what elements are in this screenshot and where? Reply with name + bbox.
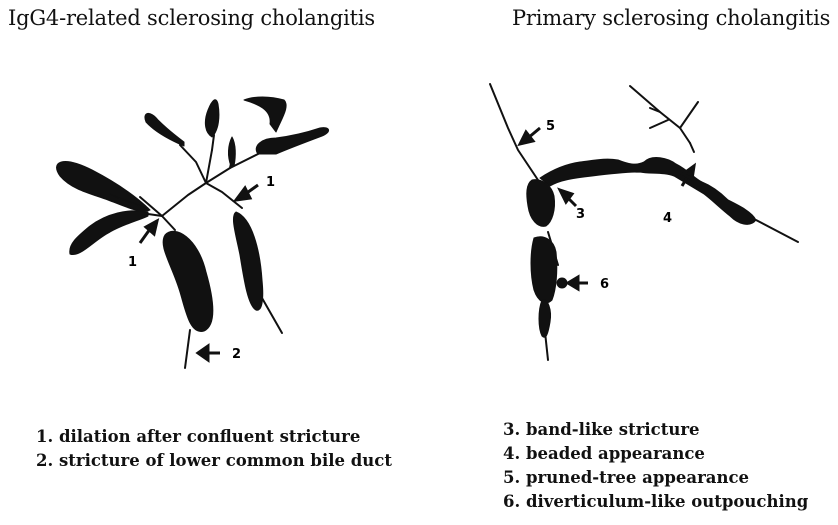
legend-item-2: 2. stricture of lower common bile duct: [36, 449, 392, 473]
legend-item-5: 5. pruned-tree appearance: [503, 466, 808, 490]
marker-1-right: 1: [266, 175, 275, 190]
arrow-1-left-icon: [140, 221, 157, 243]
legend-item-3: 3. band-like stricture: [503, 418, 808, 442]
igg4-bile-duct-tree: [57, 97, 329, 368]
marker-2: 2: [232, 347, 241, 362]
arrow-3-icon: [560, 190, 576, 206]
legend-psc: 3. band-like stricture 4. beaded appeara…: [503, 418, 808, 514]
marker-3: 3: [576, 207, 585, 222]
arrow-5-icon: [520, 128, 540, 144]
arrow-2-icon: [198, 346, 220, 360]
arrow-6-icon: [568, 277, 588, 289]
marker-4: 4: [663, 211, 672, 226]
legend-item-4: 4. beaded appearance: [503, 442, 808, 466]
legend-igg4: 1. dilation after confluent stricture 2.…: [36, 425, 392, 473]
marker-1-left: 1: [128, 255, 137, 270]
marker-5: 5: [546, 119, 555, 134]
marker-6: 6: [600, 277, 609, 292]
legend-item-1: 1. dilation after confluent stricture: [36, 425, 392, 449]
legend-item-6: 6. diverticulum-like outpouching: [503, 490, 808, 514]
psc-bile-duct-tree: [490, 84, 798, 360]
arrow-1-right-icon: [236, 185, 258, 200]
